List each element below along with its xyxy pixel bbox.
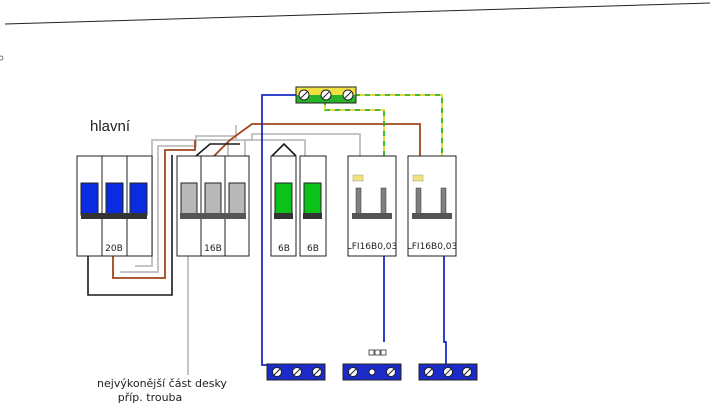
note-line-2: příp. trouba [118, 391, 183, 404]
wire-earth-2 [350, 94, 443, 156]
wire-earth-2-stripe [350, 94, 443, 156]
breaker-rating-label: 6B [307, 244, 319, 254]
wire-earth-1 [324, 95, 385, 156]
breaker-6b-b: 6B [299, 155, 327, 257]
wire-brown-1 [112, 140, 196, 279]
neutral-screw-icon [348, 367, 358, 377]
breaker-toggle [129, 182, 148, 216]
wire-neutral-rcd2 [443, 255, 447, 365]
breaker-16b: 16B [176, 155, 250, 257]
neutral-screw-icon [272, 367, 282, 377]
main-breaker-title: hlavní [90, 118, 131, 135]
neutral-terminal-bar-1 [266, 363, 326, 381]
neutral-terminal-bar-2 [342, 363, 402, 381]
breaker-rating-label: 16B [204, 244, 222, 254]
wire-gray-3 [227, 133, 361, 156]
breaker-rating-label: LFI16B0,03 [407, 242, 458, 252]
neutral-screw-icon [386, 367, 396, 377]
neutral-screw-icon [368, 368, 376, 376]
breaker-toggle [228, 182, 246, 216]
indicator-icon [412, 174, 424, 182]
neutral-screw-icon [424, 367, 434, 377]
rcd-breaker-1: LFI16B0,03 [347, 155, 398, 257]
breaker-toggle [80, 182, 99, 216]
neutral-screw-icon [462, 367, 472, 377]
wire-black-1 [87, 155, 173, 296]
breaker-toggle [303, 182, 322, 216]
note-line-1: nejvýkonější část desky [97, 377, 227, 390]
earth-terminal-bar [295, 86, 357, 104]
earth-screw-icon [320, 89, 332, 101]
breaker-rating-label: LFI16B0,03 [347, 242, 398, 252]
connector-squares [368, 349, 387, 356]
breaker-toggle [274, 182, 293, 216]
edge-handle [0, 55, 4, 61]
breaker-main-20b: 20B [76, 155, 153, 257]
earth-screw-icon [298, 89, 310, 101]
wire-brown-2 [213, 123, 421, 157]
indicator-icon [352, 174, 364, 182]
top-border-line [4, 2, 711, 25]
wire-gray-2 [120, 135, 236, 273]
breaker-toggle [105, 182, 124, 216]
neutral-screw-icon [312, 367, 322, 377]
earth-screw-icon [342, 89, 354, 101]
breaker-rating-label: 20B [105, 244, 123, 254]
neutral-terminal-bar-3 [418, 363, 478, 381]
rcd-breaker-2: LFI16B0,03 [407, 155, 458, 257]
wire-gray-4 [244, 139, 306, 156]
breaker-rating-label: 6B [278, 244, 290, 254]
breaker-toggle [204, 182, 222, 216]
neutral-screw-icon [443, 367, 453, 377]
breaker-6b-a: 6B [270, 155, 297, 257]
wire-earth-1-stripe [324, 95, 385, 156]
neutral-screw-icon [292, 367, 302, 377]
wire-black-3 [271, 142, 297, 157]
wire-black-2 [195, 143, 240, 157]
breaker-toggle [180, 182, 198, 216]
